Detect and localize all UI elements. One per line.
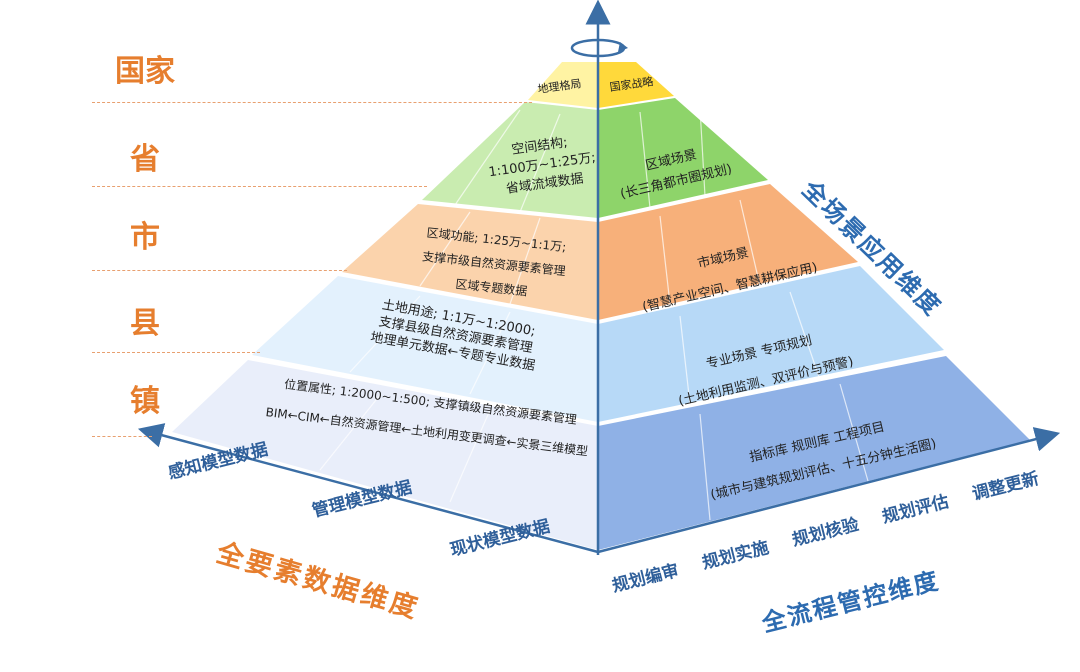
level-shi-label: 市 (130, 220, 160, 255)
level-divider (92, 102, 532, 103)
tier-shi-right-face (598, 184, 858, 320)
tier-guojia-right-face (598, 62, 674, 108)
tier-guojia-right-line: 国家战略 (609, 74, 655, 94)
tier-guojia-right-text: 国家战略 (609, 74, 655, 94)
tier-zhen-right-face (598, 356, 1030, 550)
level-divider (92, 436, 152, 437)
level-divider (92, 352, 260, 353)
level-divider (92, 270, 347, 271)
tier-guojia-left-line: 地理格局 (537, 76, 583, 96)
tier-guojia-left-text: 地理格局 (537, 76, 583, 96)
rotate-icon (570, 38, 628, 58)
right-axis (597, 427, 1061, 554)
tier-xian (252, 266, 944, 422)
face-ridges (319, 107, 871, 521)
tier-shi (342, 184, 858, 320)
level-divider (92, 186, 427, 187)
tier-sheng-right-face (598, 98, 768, 218)
tier-zhen-left-face (172, 360, 598, 550)
tier-zhen (172, 356, 1030, 550)
tier-shi-left-face (342, 204, 598, 320)
level-xian-label: 县 (130, 306, 160, 341)
tier-guojia-left-face (528, 62, 598, 108)
level-sheng-label: 省 (130, 142, 160, 177)
level-guojia-label: 国家 (115, 54, 175, 89)
tier-guojia (528, 62, 674, 108)
level-zhen-label: 镇 (130, 384, 160, 419)
tier-xian-left-face (252, 276, 598, 422)
left-axis (137, 423, 599, 554)
tier-xian-right-face (598, 266, 944, 422)
